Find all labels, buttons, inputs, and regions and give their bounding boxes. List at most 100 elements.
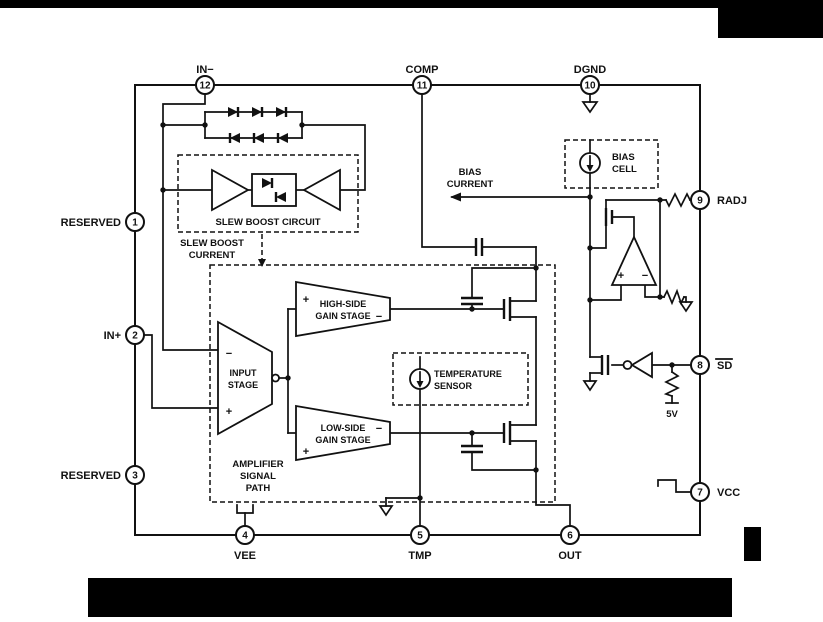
pin-10-number: 10 (584, 81, 596, 92)
input-stage-shape (217, 320, 273, 436)
bias-cell: BIAS CELL (579, 152, 637, 175)
inverter-bubble (622, 360, 633, 370)
high-side-label-1: HIGH-SIDE (320, 299, 367, 309)
scan-artifact-top-bar (0, 0, 823, 8)
pin-11: 11 COMP (406, 64, 439, 95)
input-stage-label-1: INPUT (230, 368, 258, 378)
left-arrow-icon (450, 192, 461, 202)
pin-6: 6 OUT (558, 525, 582, 562)
pin-4: 4 VEE (234, 525, 256, 562)
bias-cell-label-1: BIAS (612, 152, 635, 163)
minus-sign: − (226, 348, 232, 360)
pin-4-number: 4 (242, 531, 248, 542)
ground-icon (678, 301, 694, 313)
ground-icon (582, 380, 598, 392)
bias-cell-label-2: CELL (612, 164, 637, 175)
low-side-label-2: GAIN STAGE (315, 435, 370, 445)
diode (228, 107, 238, 117)
temp-sensor-label-2: SENSOR (434, 381, 473, 391)
pin-3-number: 3 (132, 471, 138, 482)
supply-5v-label: 5V (666, 409, 678, 420)
pin-5: 5 TMP (408, 525, 432, 562)
high-side-shape (295, 280, 391, 338)
pin-6-label: OUT (558, 550, 582, 562)
slew-boost-circuit: SLEW BOOST CIRCUIT (211, 168, 341, 228)
amp-path-label-2: SIGNAL (240, 471, 276, 482)
amplifier-signal-path-label: AMPLIFIER SIGNAL PATH (232, 459, 283, 494)
comp-capacitor (474, 238, 484, 256)
shutdown-circuit: 5V (582, 351, 678, 420)
slew-buffer-left (211, 168, 250, 212)
pin-6-number: 6 (567, 531, 573, 542)
diode (230, 133, 240, 143)
pin-12: 12 IN− (195, 64, 215, 95)
pin-8-number: 8 (697, 361, 703, 372)
pin-1-label: RESERVED (61, 217, 121, 229)
diode (254, 133, 264, 143)
pin-1: 1 RESERVED (61, 212, 145, 232)
temp-sensor-label-1: TEMPERATURE (434, 369, 502, 379)
pin-9-label: RADJ (717, 195, 747, 207)
bias-current-label-2: CURRENT (447, 179, 494, 190)
plus-sign: + (303, 294, 309, 306)
scan-artifact-bottom-bar (88, 578, 732, 617)
low-side-label-1: LOW-SIDE (321, 423, 366, 433)
high-side-gain-stage: + − HIGH-SIDE GAIN STAGE (295, 280, 391, 338)
scan-artifact-right-block (744, 527, 761, 561)
bias-current-annotation: BIAS CURRENT (447, 167, 494, 202)
wires (143, 93, 692, 527)
pin-2-label: IN+ (104, 330, 121, 342)
pin-12-label: IN− (196, 64, 213, 76)
pin-5-label: TMP (408, 550, 431, 562)
pin-4-label: VEE (234, 550, 256, 562)
pin-10: 10 DGND (574, 64, 606, 95)
minus-sign: − (642, 270, 648, 282)
slew-boost-current-label-1: SLEW BOOST (180, 238, 244, 249)
slew-buffer-right (302, 168, 341, 212)
pin-9: 9 RADJ (690, 190, 747, 210)
minus-sign: − (376, 423, 382, 435)
diode (276, 192, 286, 202)
plus-sign: + (303, 446, 309, 458)
minus-sign: − (376, 311, 382, 323)
dgnd-ground-icon (581, 101, 599, 114)
slew-boost-current-annotation: SLEW BOOST CURRENT (180, 234, 266, 267)
inverter-icon (630, 351, 653, 379)
ground-icon (378, 505, 394, 517)
pin-7-number: 7 (697, 488, 703, 499)
pin-3: 3 RESERVED (61, 465, 145, 485)
pin-8-label: SD (717, 360, 732, 372)
output-devices (461, 296, 512, 454)
pin-11-number: 11 (417, 81, 428, 92)
plus-sign: + (226, 406, 232, 418)
pullup-resistor-5v (663, 370, 680, 398)
bias-cell-box (564, 139, 659, 189)
pin-11-label: COMP (406, 64, 439, 76)
high-side-label-2: GAIN STAGE (315, 311, 370, 321)
output-bubble (271, 373, 280, 383)
low-side-shape (295, 404, 391, 462)
slew-detector-box (251, 173, 297, 207)
diode (262, 178, 272, 188)
radj-regulator: + − (604, 208, 694, 313)
slew-boost-box (177, 154, 359, 233)
amp-path-label-3: PATH (246, 483, 271, 494)
pin-5-number: 5 (417, 531, 423, 542)
radj-resistor (664, 192, 692, 208)
diode (278, 133, 288, 143)
pin-7-label: VCC (717, 487, 740, 499)
junction-dots (160, 122, 675, 501)
diode (252, 107, 262, 117)
scan-artifact-top-right-block (718, 0, 823, 38)
plus-sign: + (618, 270, 624, 282)
diode (276, 107, 286, 117)
pin-9-number: 9 (697, 196, 703, 207)
input-stage-label-2: STAGE (228, 380, 258, 390)
pin-1-number: 1 (132, 218, 138, 229)
pin-2: 2 IN+ (104, 325, 145, 345)
pin-3-label: RESERVED (61, 470, 121, 482)
down-arrow-icon (258, 259, 266, 267)
pin-2-number: 2 (132, 331, 138, 342)
down-arrow-icon (586, 165, 594, 172)
